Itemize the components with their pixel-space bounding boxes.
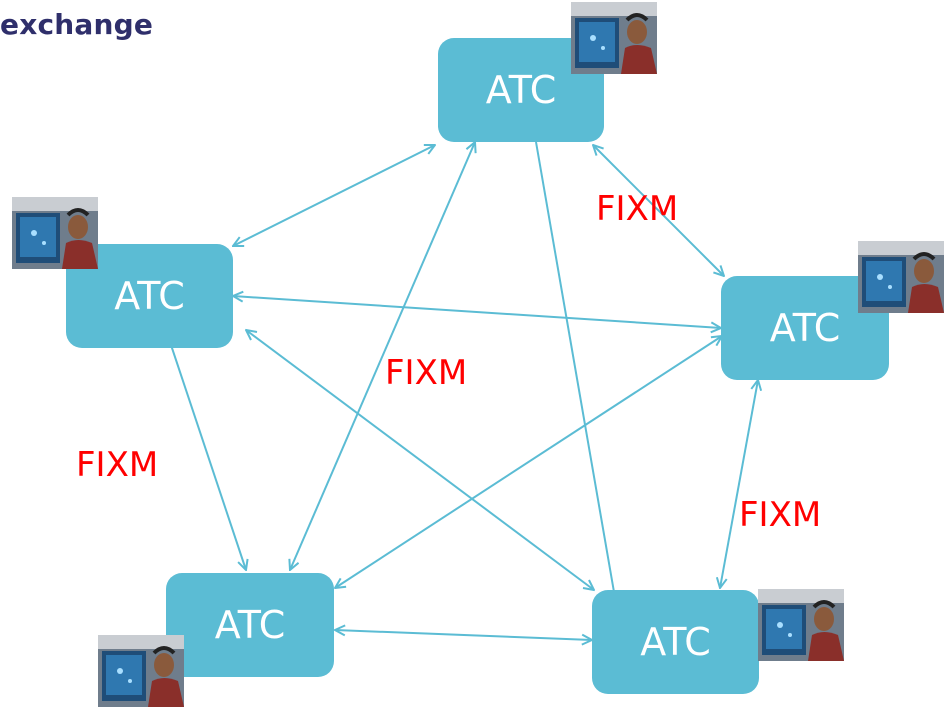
fixm-label-center: FIXM <box>385 353 468 393</box>
atc-node-bottom-left: ATC <box>166 573 334 677</box>
link-bottom-left-bottom-right <box>335 630 592 640</box>
link-right-bottom-left <box>335 336 722 588</box>
atc-node-left: ATC <box>66 244 233 348</box>
link-left-right <box>233 296 721 328</box>
operator-photo-icon <box>758 589 844 661</box>
link-left-bottom-left <box>166 330 246 570</box>
fixm-label-left: FIXM <box>76 445 159 485</box>
atc-label: ATC <box>640 620 711 664</box>
operator-photo-icon <box>98 635 184 707</box>
link-top-left <box>233 145 435 246</box>
atc-label: ATC <box>769 306 841 350</box>
atc-node-bottom-right: ATC <box>592 590 759 694</box>
fixm-label-right: FIXM <box>739 495 822 535</box>
operator-photo-icon <box>12 197 98 269</box>
page-title: exchange <box>0 8 154 41</box>
atc-node-top: ATC <box>438 38 604 142</box>
link-right-bottom-right <box>720 380 758 588</box>
atc-label: ATC <box>214 603 286 647</box>
operator-photo-icon <box>571 2 657 74</box>
fixm-label-top-right: FIXM <box>596 189 679 229</box>
atc-label: ATC <box>485 68 557 112</box>
operator-photo-icon <box>858 241 944 313</box>
link-top-right <box>593 145 724 276</box>
atc-label: ATC <box>114 274 185 318</box>
